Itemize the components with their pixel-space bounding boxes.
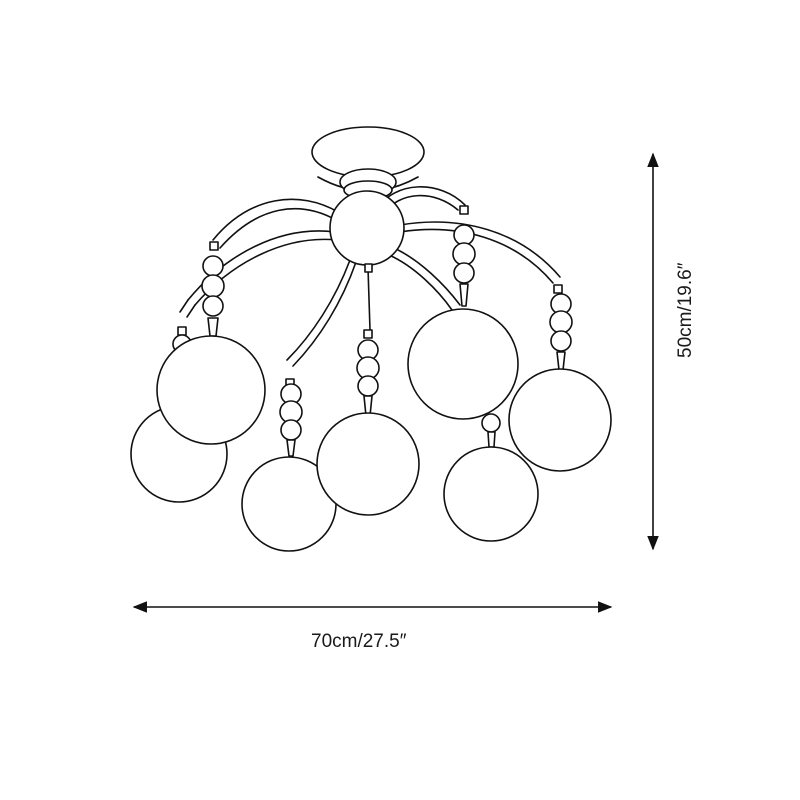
glass-globes: [130, 308, 612, 552]
width-dimension-label: 70cm/27.5″: [311, 631, 407, 652]
globe-right-lower: [443, 446, 539, 542]
central-hub: [329, 190, 405, 266]
globe-left: [156, 335, 266, 445]
globe-far-right: [508, 368, 612, 472]
globe-right-upper: [407, 308, 519, 420]
bead-stacks: [172, 205, 573, 457]
center-wire: [364, 263, 373, 331]
chandelier-arms: [179, 186, 561, 367]
height-dimension-label: 50cm/19.6″: [675, 262, 696, 358]
globe-center: [316, 412, 420, 516]
